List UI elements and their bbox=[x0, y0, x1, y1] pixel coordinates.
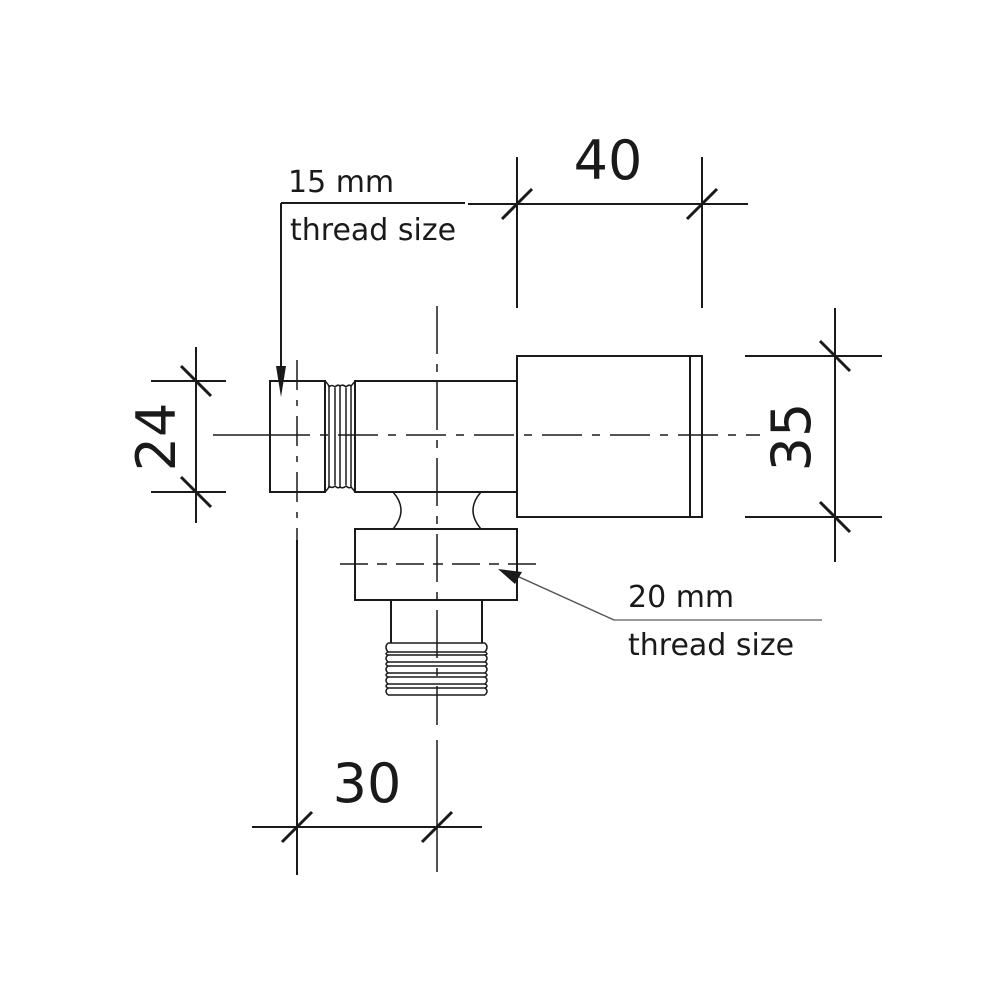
inlet-thread-size: 15 mm bbox=[288, 165, 394, 200]
dimension-30-label: 30 bbox=[333, 752, 402, 815]
outlet-thread-label: thread size bbox=[628, 628, 794, 663]
dimension-35 bbox=[745, 308, 882, 562]
neck-right-curve bbox=[472, 491, 482, 530]
leader-20mm bbox=[498, 569, 822, 621]
valve-body bbox=[354, 380, 518, 493]
outlet-thread-size: 20 mm bbox=[628, 580, 734, 615]
dimension-24-label: 24 bbox=[125, 403, 188, 472]
leader-15mm bbox=[276, 202, 465, 397]
dimension-40-label: 40 bbox=[574, 129, 643, 192]
dimension-30 bbox=[252, 540, 482, 875]
inlet-thread bbox=[324, 380, 356, 493]
neck-left-curve bbox=[392, 491, 402, 530]
handle bbox=[516, 355, 703, 518]
inlet-thread-label: thread size bbox=[290, 213, 456, 248]
dimension-35-label: 35 bbox=[760, 403, 823, 472]
center-lines bbox=[213, 306, 760, 872]
dimension-40 bbox=[468, 157, 748, 308]
dimension-24 bbox=[151, 347, 226, 523]
